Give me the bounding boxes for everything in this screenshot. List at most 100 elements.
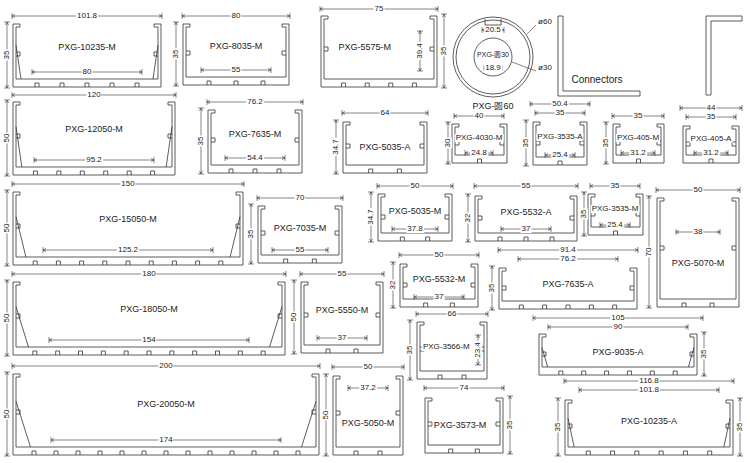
dimension-label: 174	[158, 436, 173, 444]
profile-section: PXG-10235-M	[12, 22, 162, 88]
dimension-line	[198, 108, 204, 174]
dimension-label: 50	[3, 313, 11, 324]
dimension-line	[368, 192, 374, 242]
dimension-line	[4, 22, 10, 88]
dimension-label: 35	[736, 422, 744, 433]
profile-section: PXG-5550-M	[300, 280, 384, 354]
dimension-label: 50	[3, 133, 11, 144]
dimension-line	[320, 6, 438, 12]
profile-section: PXG-3535-A	[532, 120, 588, 166]
dimension-line	[257, 195, 343, 201]
dimension-label: 66	[447, 310, 458, 318]
dimension-label: 150	[120, 180, 135, 188]
dimension-line	[535, 110, 585, 116]
dimension-label: 37	[521, 225, 532, 233]
profile-name: PXG-5532-A	[499, 208, 552, 217]
dimension-line	[173, 22, 179, 86]
dimension-label: 35	[633, 112, 644, 120]
profile-name: PXG-3535-A	[536, 133, 583, 141]
dimension-label: 37	[434, 293, 445, 301]
dimension-label: 25.4	[551, 151, 569, 159]
dimension-line	[564, 378, 734, 384]
profile-outline	[532, 120, 588, 166]
dimension-label: 35	[506, 420, 514, 431]
dimension-label: 20.5	[484, 26, 502, 34]
dimension-line	[482, 27, 504, 33]
profile-section: PXG-4030-M	[451, 122, 508, 164]
dimension-label: 35	[440, 46, 448, 57]
dimension-label: 55	[231, 66, 242, 74]
dimension-label: 30	[444, 138, 452, 149]
dimension-label: 101.8	[76, 12, 98, 20]
profile-outline	[377, 192, 453, 242]
dimension-label: 50	[410, 182, 421, 190]
dimension-label: 23.4	[474, 341, 482, 359]
profile-name: PXG-7635-M	[228, 130, 283, 139]
profile-name: PXG-7635-A	[541, 279, 594, 288]
dimension-line	[507, 396, 513, 454]
dimension-line	[581, 192, 587, 236]
dimension-label: 35	[554, 422, 562, 433]
dimension-line	[518, 256, 618, 262]
profile-outline	[612, 122, 665, 164]
dimension-label: 35	[3, 50, 11, 61]
dimension-label: 116.8	[638, 377, 659, 385]
dimension-label: 39.4	[416, 42, 424, 60]
profile-outline	[12, 100, 176, 176]
annotation-label: Connectors	[570, 75, 623, 85]
dimension-line	[342, 110, 428, 116]
dimension-line	[399, 252, 479, 258]
profile-outline	[451, 122, 508, 164]
dimension-label: 105	[610, 314, 625, 322]
dimension-line	[323, 374, 329, 456]
dimension-line	[317, 335, 367, 341]
dimension-line	[523, 120, 529, 166]
profile-name: PXG-5035-A	[358, 143, 411, 152]
dimension-line	[348, 385, 388, 391]
annotation-label: ø30	[537, 64, 553, 72]
dimension-label: 120	[86, 91, 101, 99]
dimension-label: 50	[3, 409, 11, 420]
profile-outline	[656, 196, 740, 308]
dimension-line	[272, 247, 328, 253]
dimension-label: 35	[172, 49, 180, 60]
dimension-label: 55	[521, 182, 532, 190]
dimension-line	[475, 335, 481, 365]
profile-section: PXG-3573-M	[424, 396, 504, 454]
profile-outline	[207, 108, 303, 174]
dimension-label: 35	[247, 229, 255, 240]
profile-section: PXG-405-M	[612, 122, 665, 164]
dimension-line	[530, 101, 590, 107]
dimension-label: 40	[474, 112, 485, 120]
dimension-line	[416, 311, 488, 317]
profile-name: PXG-5550-M	[315, 305, 370, 314]
dimension-line	[579, 387, 719, 393]
profile-name: PXG-405-A	[690, 135, 733, 143]
profile-name: PXG-10235-M	[57, 43, 117, 52]
dimension-line	[32, 69, 142, 75]
dimension-label: 31.2	[629, 149, 647, 157]
dimension-label: 91.4	[559, 246, 577, 254]
dimension-label: 35	[197, 136, 205, 147]
dimension-label: 35	[706, 113, 717, 121]
profile-name: PXG-12050-M	[64, 124, 124, 133]
dimension-line	[49, 337, 249, 343]
dimension-line	[12, 363, 320, 369]
profile-section: PXG-12050-M	[12, 100, 176, 176]
profile-name: PXG-5070-M	[671, 259, 726, 268]
profile-section: PXG-7035-M	[257, 204, 343, 264]
profile-name: PXG-5050-M	[341, 419, 396, 428]
dimension-line	[332, 364, 404, 370]
dimension-label: 80	[82, 68, 93, 76]
dimension-line	[377, 183, 453, 189]
profile-outline	[587, 192, 644, 236]
dimension-label: 55	[295, 246, 306, 254]
profile-name: PXG-20050-M	[136, 399, 196, 408]
profile-name: PXG-8035-M	[209, 42, 264, 51]
profile-name: PXG-7035-M	[273, 224, 328, 233]
profile-name: PXG-405-M	[616, 134, 660, 142]
dimension-label: 70	[645, 247, 653, 258]
dimension-label: 125.2	[117, 246, 139, 254]
dimension-line	[51, 437, 281, 443]
profile-section: PXG-5035-A	[342, 120, 428, 174]
